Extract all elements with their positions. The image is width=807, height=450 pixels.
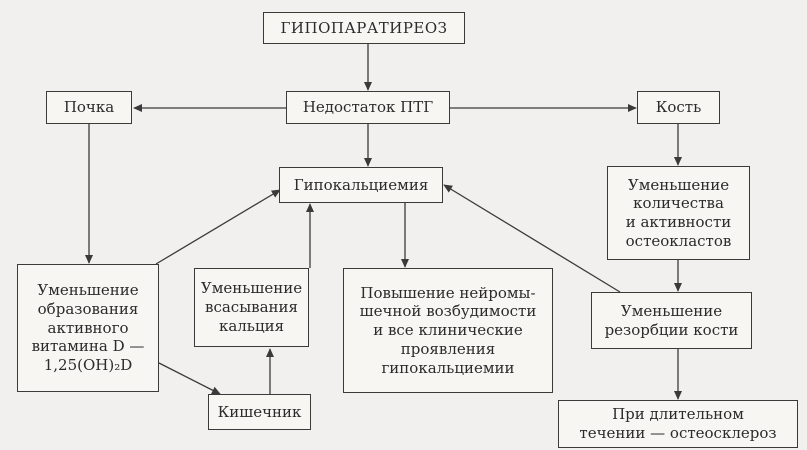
node-osteoclasts: Уменьшение количества и активности остео… — [607, 166, 750, 260]
arrow-vitamin-d-to-hypocalcemia — [155, 189, 281, 265]
node-intestine: Кишечник — [208, 394, 311, 430]
node-hypocalcemia: Гипокальциемия — [279, 167, 443, 203]
node-neuromuscular: Повышение нейромы- шечной возбудимости и… — [343, 268, 553, 393]
node-bone: Кость — [637, 91, 720, 124]
node-hypoparathyroidism: ГИПОПАРАТИРЕОЗ — [263, 12, 465, 44]
node-pth-deficiency: Недостаток ПТГ — [286, 91, 450, 124]
arrow-vitamin-d-to-intestine — [158, 362, 221, 395]
arrow-bone-resorption-to-hypocalcemia — [443, 184, 621, 293]
node-calcium-absorption: Уменьшение всасывания кальция — [194, 268, 309, 347]
node-kidney: Почка — [46, 91, 132, 124]
node-vitamin-d: Уменьшение образования активного витамин… — [17, 264, 159, 392]
node-osteosclerosis: При длительном течении — остеосклероз — [558, 400, 798, 448]
node-bone-resorption: Уменьшение резорбции кости — [591, 292, 752, 349]
